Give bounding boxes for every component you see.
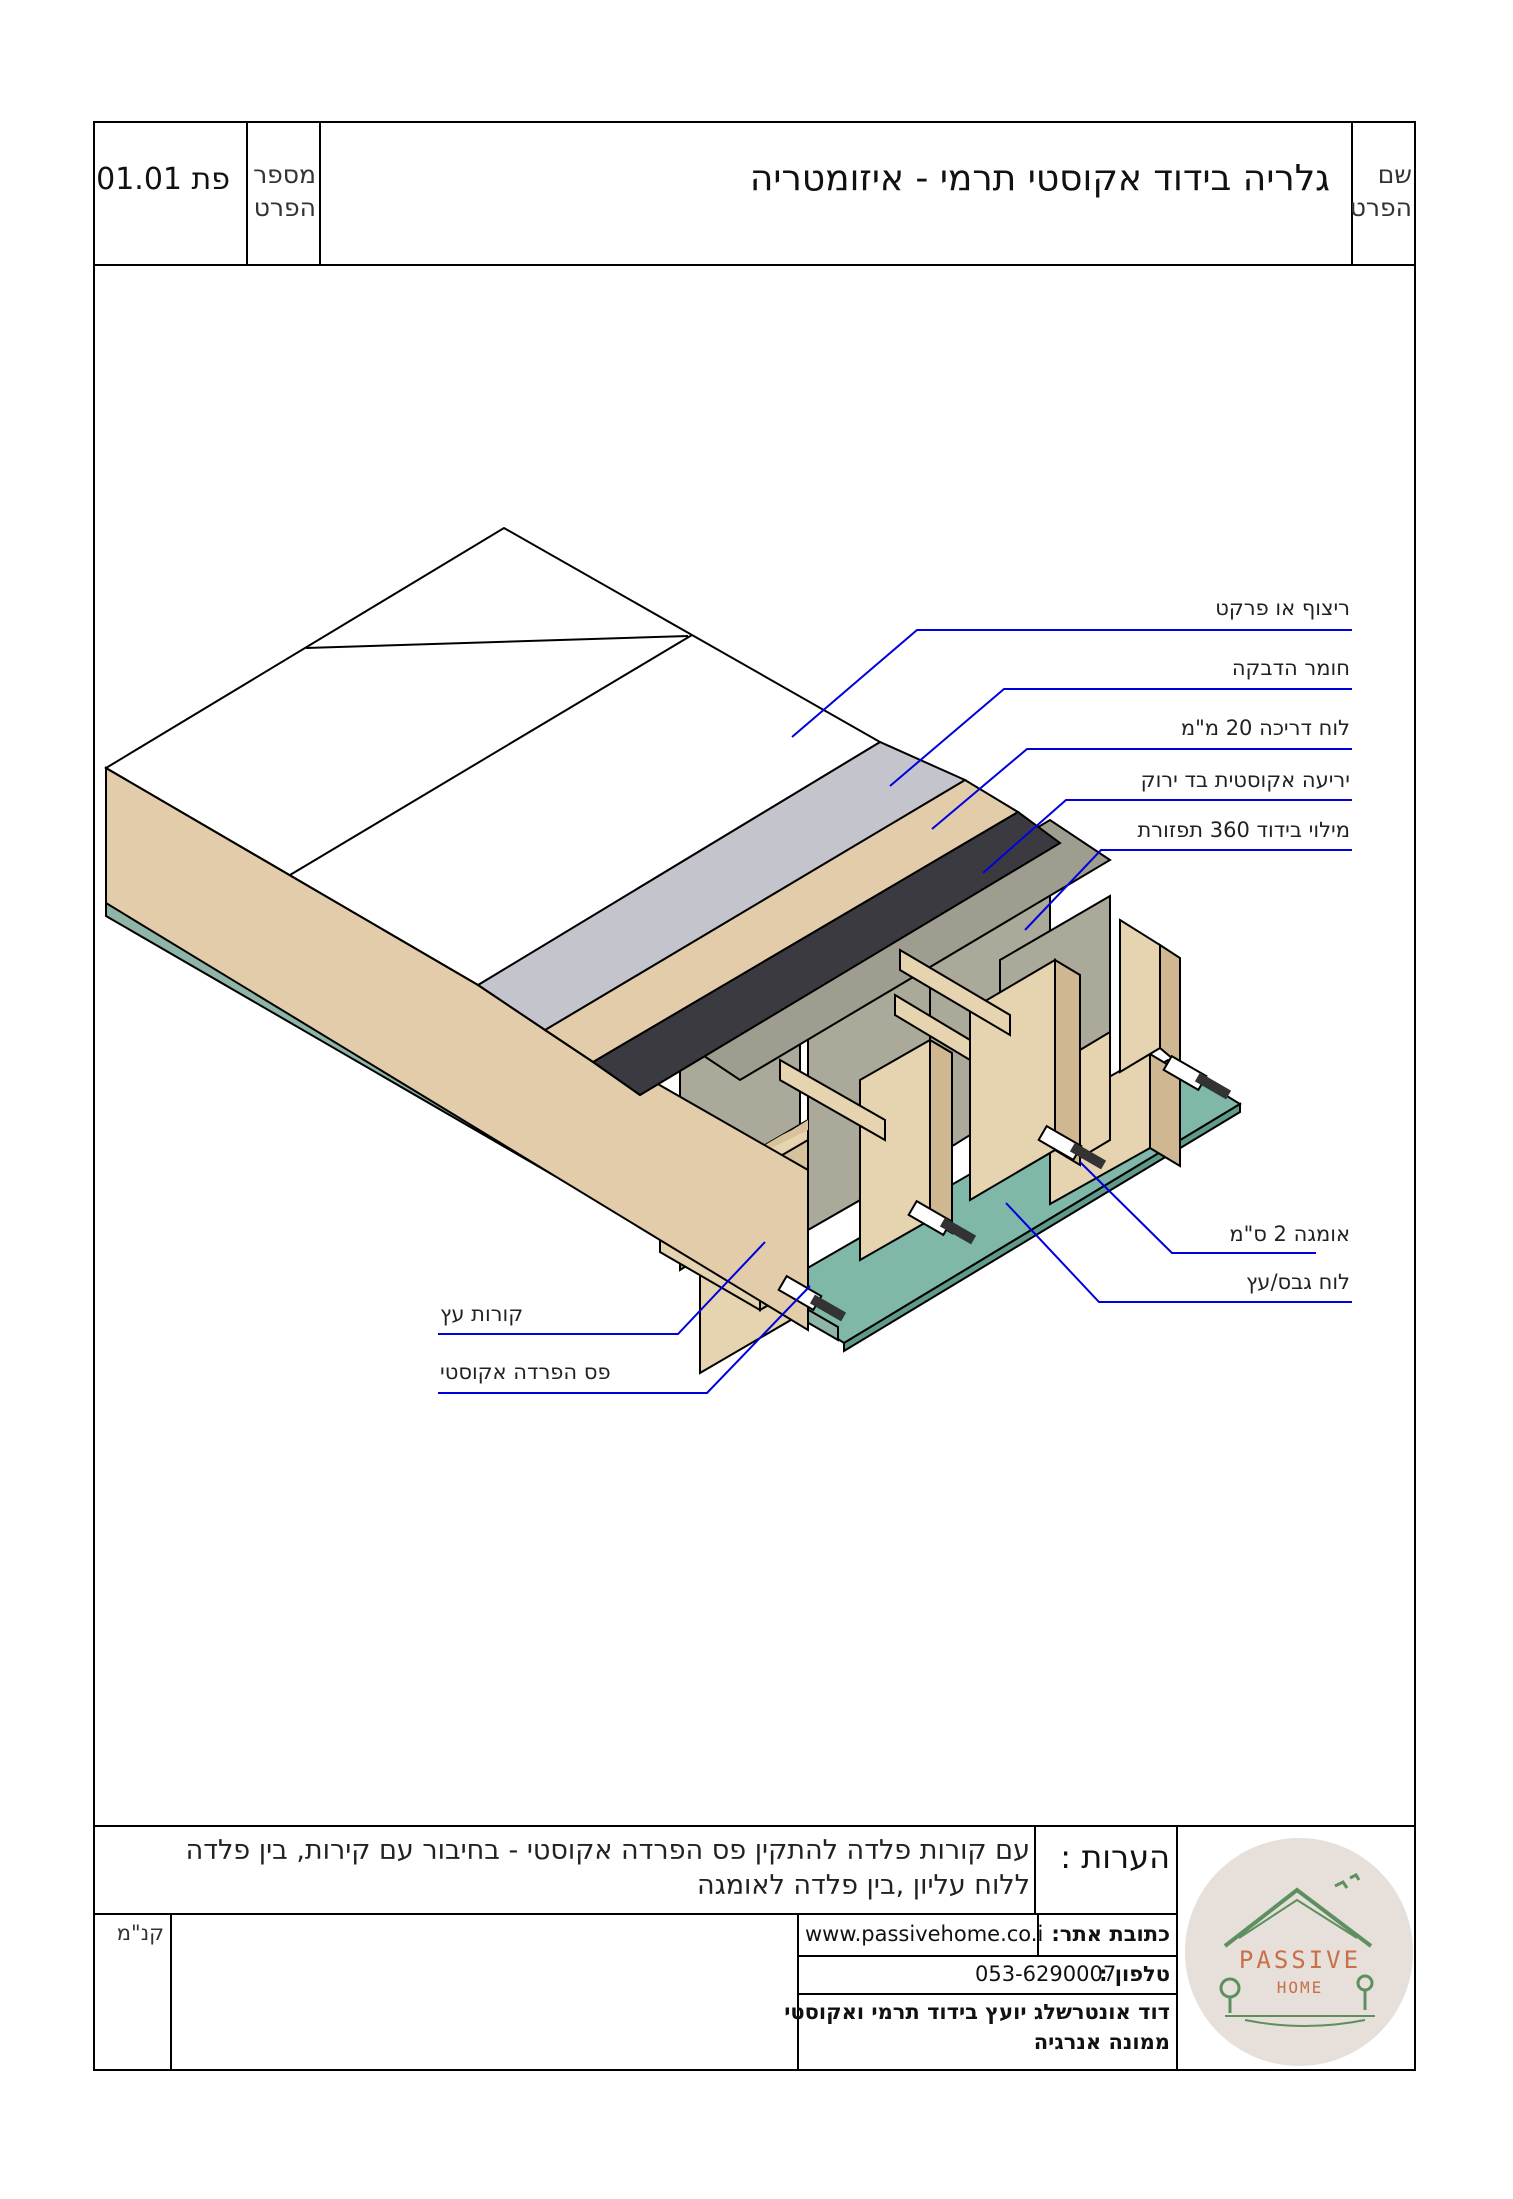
- callout-membrane: יריעה אקוסטית בד ירוק: [1140, 768, 1350, 792]
- scale-label: קנ"מ: [116, 1921, 164, 1945]
- company-line-1: דוד אונטרשלג יועץ בידוד תרמי ואקוסטי: [784, 2000, 1170, 2024]
- callout-flooring: ריצוף או פרקט: [1215, 596, 1350, 620]
- leader-lines: [438, 629, 1352, 1394]
- callout-joist: קורות עץ: [440, 1302, 524, 1326]
- phone-label: טלפון :: [1099, 1962, 1170, 1986]
- title-divider: [93, 264, 1416, 266]
- company-logo: PASSIVE HOME: [1185, 1838, 1413, 2066]
- footer-top-line: [93, 1913, 1178, 1915]
- info-row-1: [797, 1955, 1178, 1957]
- callout-adhesive: חומר הדבקה: [1231, 656, 1350, 680]
- detail-number: פת 01.01: [96, 162, 230, 197]
- info-row-2: [797, 1993, 1178, 1995]
- phone-number[interactable]: 053-6290007: [975, 1962, 1117, 1986]
- logo-text-passive: PASSIVE: [1238, 1946, 1362, 1974]
- notes-top-line: [93, 1825, 1416, 1827]
- notes-text: עם קורות פלדה להתקין פס הפרדה אקוסטי - ב…: [185, 1835, 1030, 1901]
- notes-label: הערות :: [1060, 1838, 1170, 1876]
- logo-text-home: HOME: [1276, 1978, 1324, 1997]
- website-label-divider: [1037, 1913, 1039, 1955]
- acoustic-strips: [777, 1054, 1232, 1322]
- callout-acoustic-strip: פס הפרדה אקוסטי: [440, 1360, 611, 1384]
- logo-divider: [1176, 1825, 1178, 2071]
- house-roof-icon: [1219, 1873, 1375, 2027]
- name-label-divider: [1351, 121, 1353, 266]
- name-label: שם הפרט: [1349, 160, 1412, 222]
- website-link[interactable]: www.passivehome.co.i: [805, 1922, 1044, 1946]
- website-label: כתובת אתר:: [1051, 1922, 1170, 1946]
- callout-board: לוח דריכה 20 מ"מ: [1180, 716, 1350, 740]
- page-title: גלריה בידוד אקוסטי תרמי - איזומטריה: [749, 158, 1330, 199]
- callout-ceiling: לוח גבס/עץ: [1245, 1270, 1350, 1294]
- drawing-sheet: [93, 121, 1416, 2071]
- notes-divider: [1034, 1825, 1036, 1913]
- detail-number-label: מספר הפרט: [253, 160, 316, 222]
- company-line-2: ממונה אנרגיה: [1033, 2030, 1170, 2054]
- callout-insulation: מילוי בידוד 360 תפזורת: [1137, 818, 1351, 842]
- number-label-divider: [246, 121, 248, 266]
- scale-divider: [170, 1913, 172, 2071]
- info-divider: [797, 1913, 799, 2071]
- callout-channel: אומגה 2 ס"מ: [1229, 1222, 1350, 1246]
- title-divider-left: [319, 121, 321, 266]
